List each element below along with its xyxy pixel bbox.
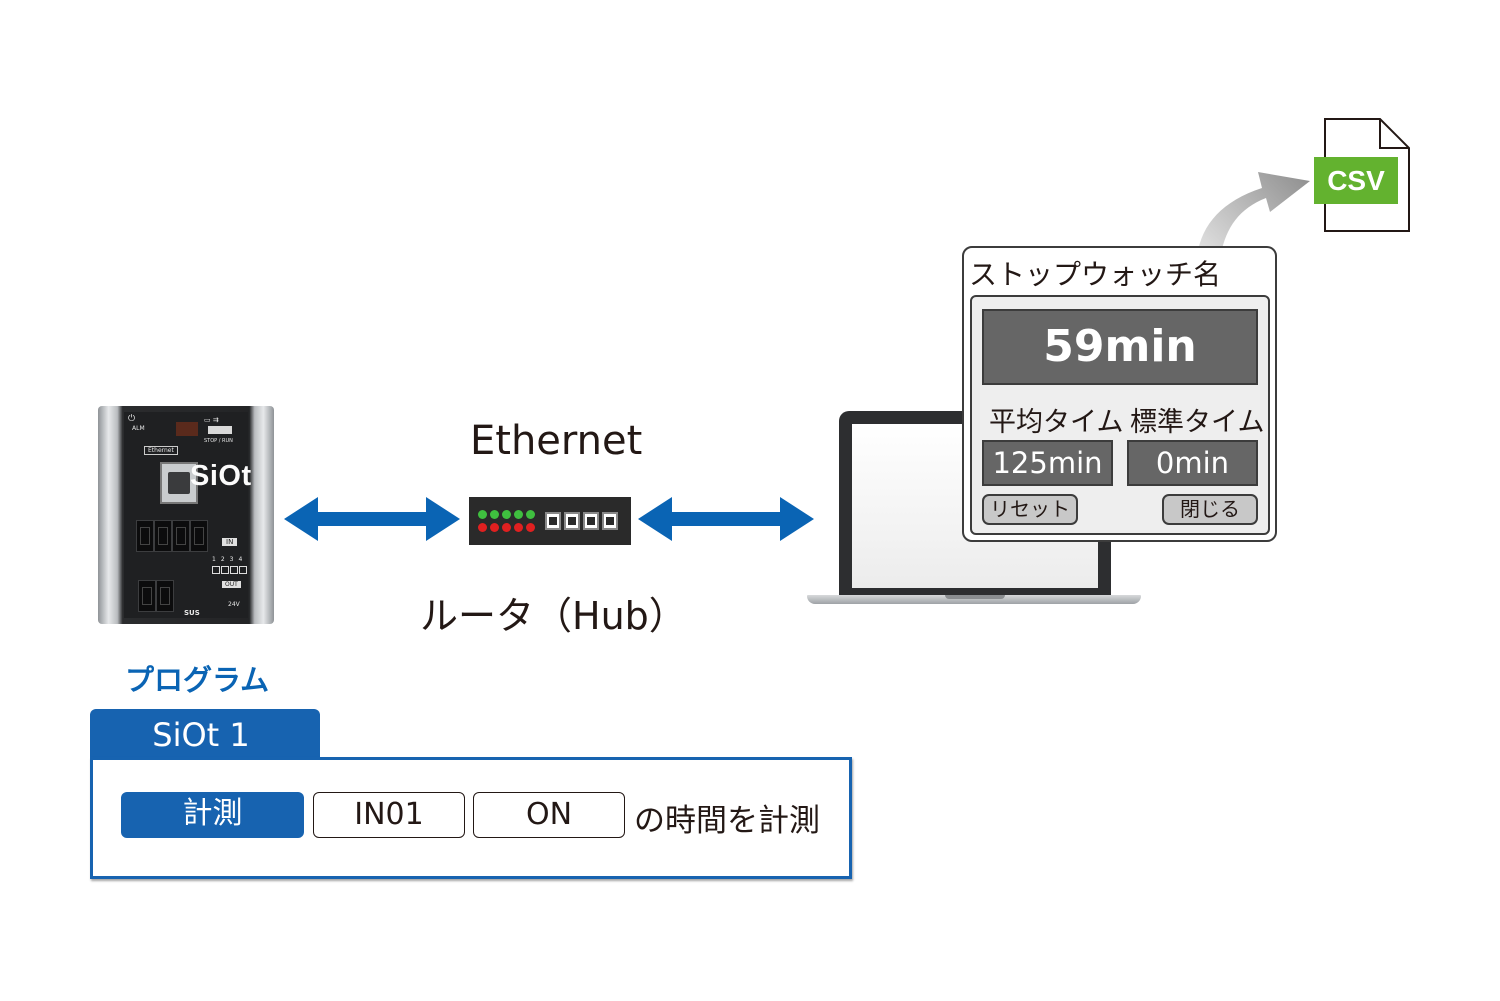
- stopwatch-main-display: 59min: [982, 309, 1258, 385]
- device-out-label: OUT: [222, 581, 241, 588]
- terminal-block: [156, 580, 174, 612]
- device-alm-label: ALM: [132, 425, 145, 432]
- csv-badge: CSV: [1314, 157, 1398, 204]
- program-tab-label: SiOt 1: [152, 716, 250, 754]
- program-tab[interactable]: [90, 709, 320, 759]
- ethernet-label: Ethernet: [470, 418, 643, 464]
- device-in-numbers: 1234: [212, 556, 248, 563]
- input-block[interactable]: IN01: [313, 792, 465, 838]
- device-stop-run-label: STOP / RUN: [204, 438, 233, 444]
- stopwatch-title: ストップウォッチ名: [969, 258, 1222, 291]
- hub-label: ルータ（Hub）: [420, 594, 687, 638]
- command-block[interactable]: 計測: [121, 792, 304, 838]
- terminal-block: [172, 520, 190, 552]
- reset-button[interactable]: リセット: [982, 494, 1078, 525]
- terminal-block: [190, 520, 208, 552]
- terminal-block: [154, 520, 172, 552]
- avg-time-value: 125min: [982, 440, 1113, 486]
- double-arrow-icon: [284, 497, 460, 541]
- stop-run-switch: [208, 426, 232, 434]
- rj45-port: [160, 462, 198, 504]
- state-block[interactable]: ON: [473, 792, 625, 838]
- terminal-block: [138, 580, 156, 612]
- usb-symbol: ▭ ⇉: [204, 416, 219, 424]
- hub-icon: [469, 497, 631, 545]
- device-brand: SiOt: [190, 460, 252, 492]
- program-heading: プログラム: [125, 663, 270, 697]
- laptop-notch: [945, 595, 1005, 599]
- device-ethernet-label: Ethernet: [144, 446, 178, 455]
- export-arrow-icon: [1196, 172, 1310, 288]
- close-button[interactable]: 閉じる: [1162, 494, 1258, 525]
- device-24v-label: 24V: [228, 601, 240, 608]
- siot-device-icon: ⏻ ALM ▭ ⇉ STOP / RUN Ethernet SiOt IN 12…: [98, 406, 274, 624]
- terminal-block: [136, 520, 154, 552]
- laptop-base: [807, 595, 1141, 604]
- device-sus-label: SUS: [184, 609, 200, 617]
- power-symbol: ⏻: [128, 414, 136, 424]
- device-in-label: IN: [222, 538, 238, 546]
- program-suffix: の時間を計測: [634, 803, 820, 839]
- double-arrow-icon: [638, 497, 814, 541]
- avg-time-label: 平均タイム: [989, 407, 1124, 438]
- std-time-label: 標準タイム: [1130, 407, 1265, 438]
- std-time-value: 0min: [1127, 440, 1258, 486]
